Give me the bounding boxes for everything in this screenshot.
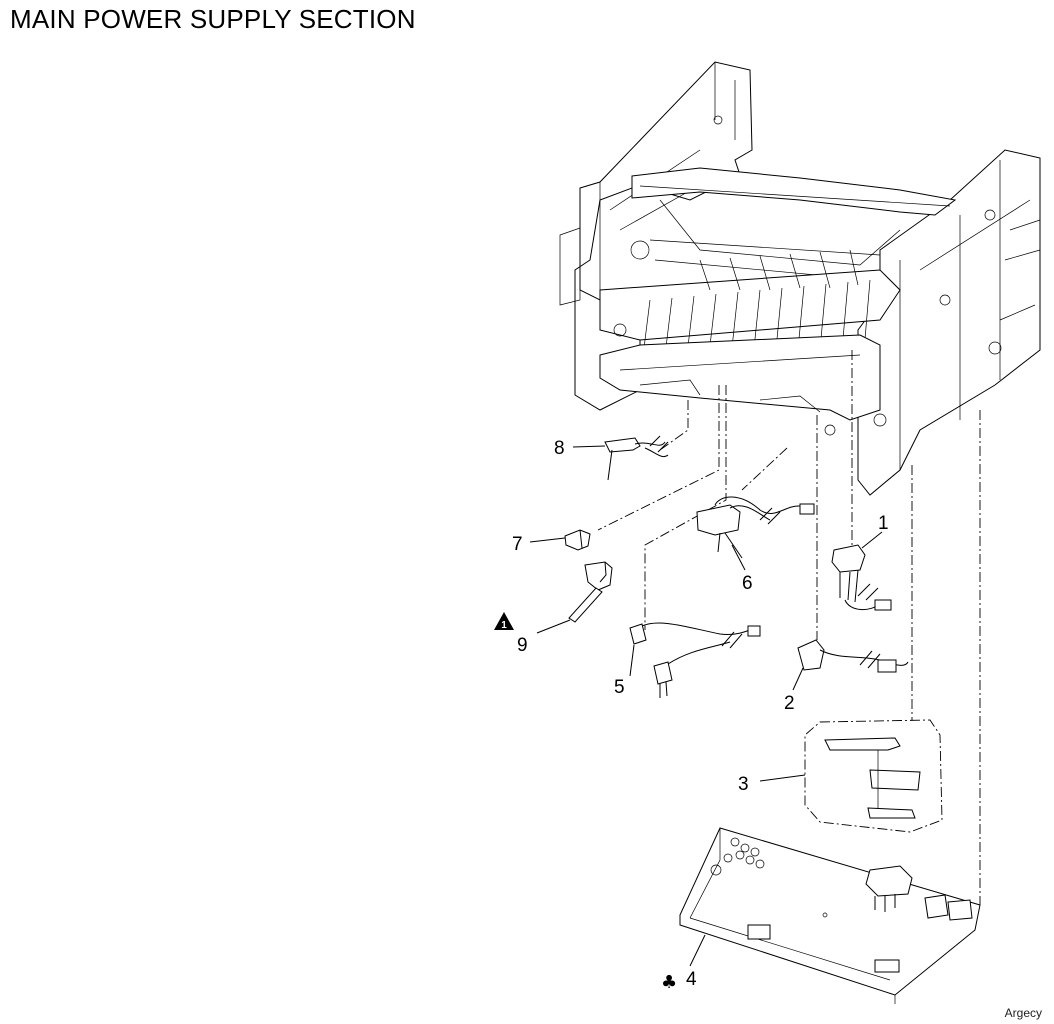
callout-1: 1 (878, 513, 889, 534)
part-5-sensor-harness (629, 622, 761, 698)
part-4-power-supply-board (679, 827, 981, 1004)
part-9-lever-bracket (568, 561, 613, 623)
page-title: MAIN POWER SUPPLY SECTION (10, 4, 416, 34)
callout-3: 3 (738, 774, 749, 795)
callout-9: 9 (517, 635, 528, 656)
callout-2: 2 (784, 693, 795, 714)
callout-8: 8 (554, 438, 565, 459)
warning-triangle-icon: 1 (494, 612, 514, 631)
warning-mark: 1 (501, 620, 507, 631)
leader-lines (597, 350, 981, 905)
callout-5: 5 (614, 677, 625, 698)
part-8-sensor (604, 435, 669, 481)
watermark: Argecy (1004, 1006, 1042, 1020)
callout-labels: 8 7 9 5 6 1 2 3 4 (512, 438, 889, 990)
callout-4: 4 (686, 969, 697, 990)
club-symbol-icon: ♣ (661, 972, 677, 993)
callout-6: 6 (742, 573, 753, 594)
printer-frame (559, 61, 1041, 496)
part-2-sensor (797, 639, 909, 673)
part-6-sensor-assembly (696, 496, 815, 559)
callout-7: 7 (512, 534, 523, 555)
callout-leaders (529, 445, 883, 967)
part-7-actuator (564, 529, 591, 551)
part-1-sensor (831, 544, 892, 611)
part-3-bracket-group (804, 719, 943, 833)
